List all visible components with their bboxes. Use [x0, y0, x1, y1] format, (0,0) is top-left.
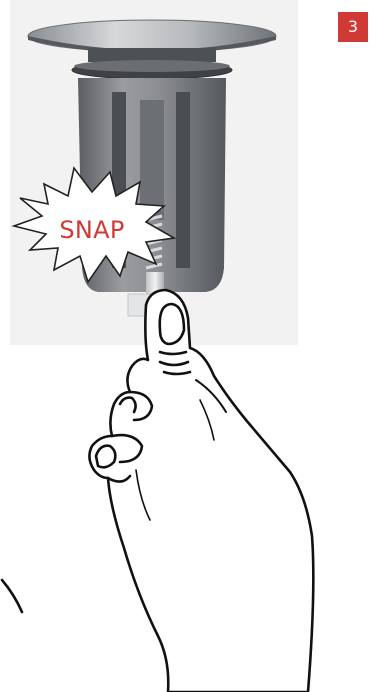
edge-stroke	[2, 580, 22, 612]
hand-illustration	[89, 290, 313, 692]
drain-plug-illustration	[28, 20, 276, 316]
snap-label: SNAP	[59, 216, 124, 244]
step-number-badge: 3	[338, 12, 368, 42]
